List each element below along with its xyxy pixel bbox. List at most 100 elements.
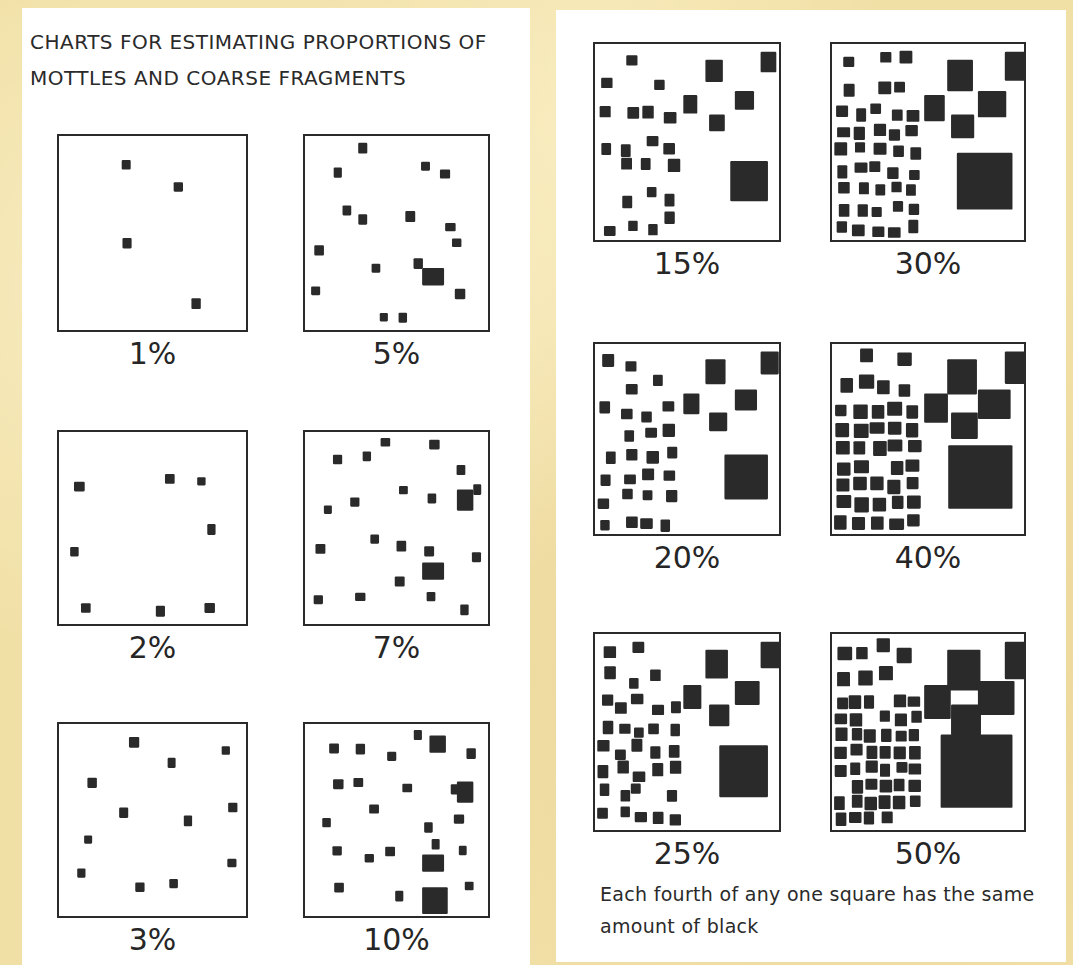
mottle-mark — [880, 764, 890, 777]
mottle-mark — [395, 891, 403, 902]
mottle-mark — [454, 815, 464, 824]
mottle-mark — [472, 552, 481, 562]
mottle-mark — [662, 401, 674, 411]
mottle-mark — [837, 698, 848, 710]
mottle-mark — [891, 182, 901, 193]
mottle-mark — [324, 505, 332, 513]
mottle-mark — [683, 685, 701, 709]
mottle-mark — [719, 745, 768, 797]
mottle-mark — [957, 153, 1013, 210]
mottle-mark — [329, 743, 339, 753]
mottle-mark — [641, 158, 651, 170]
mottle-mark — [643, 490, 653, 500]
mottle-mark — [856, 647, 868, 659]
mottle-mark — [621, 790, 631, 802]
mottle-mark — [891, 461, 903, 475]
mottle-mark — [905, 460, 919, 472]
mottle-mark — [405, 211, 415, 222]
percent-label: 3% — [57, 924, 248, 956]
mottle-mark — [664, 112, 677, 123]
mottle-mark — [459, 846, 467, 856]
mottle-mark — [852, 780, 863, 794]
mottle-mark — [835, 405, 846, 417]
mottle-pattern — [305, 136, 488, 330]
mottle-mark — [836, 812, 847, 825]
square-outline — [57, 722, 248, 918]
mottle-mark — [414, 258, 423, 269]
mottle-mark — [597, 740, 609, 752]
mottle-pattern — [832, 344, 1024, 534]
mottle-mark — [853, 404, 867, 419]
mottle-mark — [650, 746, 660, 759]
mottle-mark — [836, 106, 848, 117]
mottle-mark — [135, 882, 144, 891]
chart-square: 1% — [57, 134, 248, 370]
mottle-mark — [322, 818, 331, 827]
mottle-mark — [624, 430, 634, 442]
mottle-mark — [602, 354, 614, 367]
mottle-mark — [835, 727, 847, 741]
mottle-mark — [70, 547, 79, 557]
mottle-mark — [156, 606, 165, 617]
mottle-mark — [228, 803, 237, 813]
mottle-mark — [642, 468, 654, 480]
mottle-mark — [852, 795, 863, 808]
mottle-mark — [621, 158, 632, 170]
mottle-mark — [451, 784, 460, 794]
mottle-mark — [865, 797, 878, 810]
mottle-mark — [907, 110, 920, 122]
mottle-mark — [837, 463, 851, 476]
square-outline — [830, 42, 1026, 242]
mottle-mark — [385, 847, 395, 857]
mottle-mark — [899, 384, 911, 397]
mottle-mark — [908, 697, 921, 707]
mottle-mark — [654, 80, 664, 90]
mottle-mark — [603, 721, 614, 734]
mottle-mark — [77, 868, 85, 877]
mottle-mark — [664, 212, 674, 224]
mottle-mark — [878, 81, 891, 94]
mottle-mark — [424, 546, 434, 556]
percent-label: 15% — [593, 248, 781, 280]
mottle-mark — [670, 724, 679, 737]
mottle-mark — [402, 784, 412, 793]
mottle-mark — [870, 103, 881, 114]
mottle-mark — [910, 795, 921, 807]
mottle-mark — [709, 705, 729, 727]
mottle-mark — [626, 517, 638, 529]
percent-label: 5% — [303, 338, 490, 370]
mottle-mark — [852, 517, 865, 530]
percent-label: 10% — [303, 924, 490, 956]
mottle-mark — [879, 795, 891, 809]
mottle-mark — [852, 728, 862, 740]
mottle-mark — [615, 702, 627, 714]
mottle-mark — [839, 204, 850, 217]
mottle-mark — [897, 352, 911, 366]
mottle-mark — [119, 808, 128, 818]
mottle-mark — [604, 666, 616, 679]
mottle-mark — [645, 428, 657, 438]
mottle-mark — [893, 796, 906, 809]
mottle-mark — [370, 535, 379, 544]
mottle-mark — [652, 705, 664, 715]
mottle-mark — [625, 361, 636, 371]
mottle-mark — [683, 393, 699, 414]
mottle-mark — [875, 184, 885, 195]
mottle-mark — [864, 695, 874, 708]
mottle-mark — [887, 167, 898, 179]
mottle-mark — [641, 412, 652, 423]
square-outline — [593, 632, 781, 832]
mottle-mark — [705, 359, 725, 384]
mottle-mark — [600, 106, 611, 117]
mottle-mark — [1005, 52, 1024, 81]
mottle-mark — [627, 107, 639, 119]
mottle-mark — [683, 95, 697, 114]
mottle-mark — [906, 405, 918, 418]
mottle-mark — [909, 764, 922, 775]
chart-title: CHARTS FOR ESTIMATING PROPORTIONS OF MOT… — [30, 24, 520, 96]
mottle-mark — [621, 806, 630, 817]
mottle-mark — [395, 576, 405, 586]
mottle-mark — [670, 814, 681, 825]
mottle-mark — [735, 91, 754, 110]
mottle-mark — [911, 711, 921, 723]
